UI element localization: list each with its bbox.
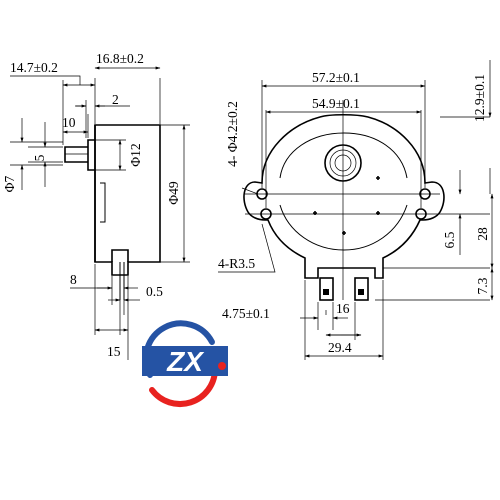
side-view: 14.7±0.2 16.8±0.2 2 10 Φ12 5 Φ7 Φ49 8 xyxy=(2,51,190,360)
front-screw-marks xyxy=(313,176,380,235)
front-view: 57.2±0.1 54.9±0.1 4- Φ4.2±0.2 12.9±0.1 2… xyxy=(218,60,494,360)
zx-logo: ZX xyxy=(142,320,228,407)
dim-29-4: 29.4 xyxy=(328,340,352,355)
dim-8: 8 xyxy=(70,272,77,287)
side-shaft-boss xyxy=(87,139,95,171)
dim-16-8: 16.8±0.2 xyxy=(96,51,144,66)
dim-phi7: Φ7 xyxy=(2,175,17,192)
dim-4-75: 4.75±0.1 xyxy=(222,306,270,321)
front-body-outline xyxy=(243,113,445,279)
dim-phi12: Φ12 xyxy=(128,143,143,166)
dim-4-r3-5: 4-R3.5 xyxy=(218,256,255,271)
dim-0-5: 0.5 xyxy=(146,284,163,299)
dim-16: 16 xyxy=(336,301,350,316)
side-body-outline xyxy=(94,124,161,276)
dim-phi49: Φ49 xyxy=(166,181,181,205)
dim-14-7: 14.7±0.2 xyxy=(10,60,58,75)
side-connector xyxy=(111,249,129,262)
dim-5: 5 xyxy=(32,154,47,161)
dim-7-3: 7.3 xyxy=(475,277,490,294)
side-shaft xyxy=(64,146,88,163)
logo-red-arc xyxy=(149,367,218,407)
dim-57-2: 57.2±0.1 xyxy=(312,70,360,85)
dim-2: 2 xyxy=(112,92,119,107)
logo-band xyxy=(142,346,228,376)
dim-15: 15 xyxy=(107,344,121,359)
dim-10: 10 xyxy=(62,115,76,130)
logo-text: ZX xyxy=(166,346,205,377)
dim-6-5: 6.5 xyxy=(442,231,457,248)
dim-54-9: 54.9±0.1 xyxy=(312,96,360,111)
front-terminal-right xyxy=(354,277,369,301)
dim-12-9: 12.9±0.1 xyxy=(472,74,487,122)
logo-dot xyxy=(218,362,226,370)
dim-28: 28 xyxy=(475,227,490,241)
dim-4-phi4-2: 4- Φ4.2±0.2 xyxy=(225,101,240,167)
front-terminal-left xyxy=(319,277,334,301)
